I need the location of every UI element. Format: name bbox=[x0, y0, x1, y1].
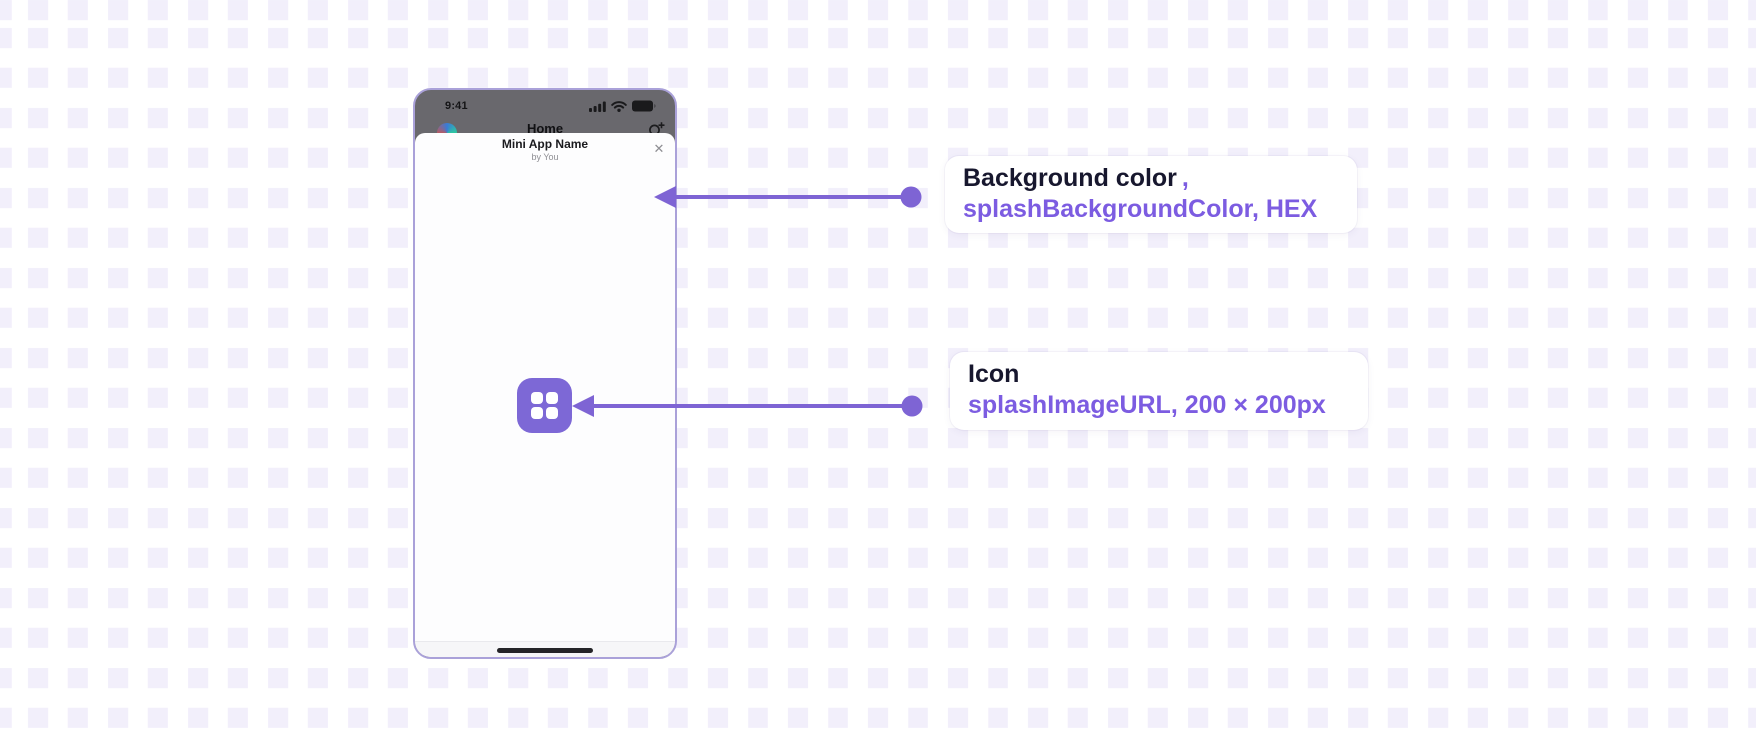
callout-subtitle: splashBackgroundColor, HEX bbox=[963, 195, 1318, 223]
arrowhead bbox=[572, 395, 594, 417]
close-icon[interactable]: ✕ bbox=[653, 141, 665, 156]
mini-app-sheet: Mini App Name by You ✕ bbox=[415, 133, 675, 657]
callout-title: Background color bbox=[963, 164, 1177, 192]
mini-app-byline: by You bbox=[531, 152, 559, 162]
sheet-footer bbox=[415, 641, 675, 657]
callout-title-line: Icon bbox=[968, 359, 1350, 390]
phone-mockup: 9:41 Home bbox=[413, 88, 677, 659]
icon-callout: Icon splashImageURL, 200 × 200px bbox=[950, 352, 1368, 430]
mini-app-name: Mini App Name bbox=[501, 137, 589, 151]
battery-icon bbox=[632, 100, 656, 112]
background-color-callout: Background color, splashBackgroundColor,… bbox=[945, 156, 1357, 233]
callout-title-line: Background color, bbox=[963, 163, 1339, 194]
status-icons bbox=[589, 100, 657, 112]
home-indicator[interactable] bbox=[497, 648, 593, 653]
annotation-dot bbox=[900, 186, 922, 208]
callout-title: Icon bbox=[968, 360, 1020, 388]
status-bar: 9:41 bbox=[415, 98, 675, 114]
icon-arrow bbox=[572, 395, 923, 417]
home-title: Home bbox=[526, 121, 564, 136]
arrowhead bbox=[654, 186, 676, 208]
callout-subtitle: splashImageURL, 200 × 200px bbox=[968, 391, 1326, 419]
wifi-icon bbox=[611, 100, 627, 112]
callout-title-suffix: , bbox=[1181, 164, 1189, 192]
background-color-arrow bbox=[654, 186, 922, 208]
signal-icon bbox=[589, 101, 606, 112]
annotation-dot bbox=[901, 395, 923, 417]
sheet-header: Mini App Name by You ✕ bbox=[415, 133, 675, 163]
status-time: 9:41 bbox=[445, 100, 468, 112]
splash-app-icon bbox=[517, 378, 572, 433]
app-icon-glyph bbox=[531, 392, 558, 419]
